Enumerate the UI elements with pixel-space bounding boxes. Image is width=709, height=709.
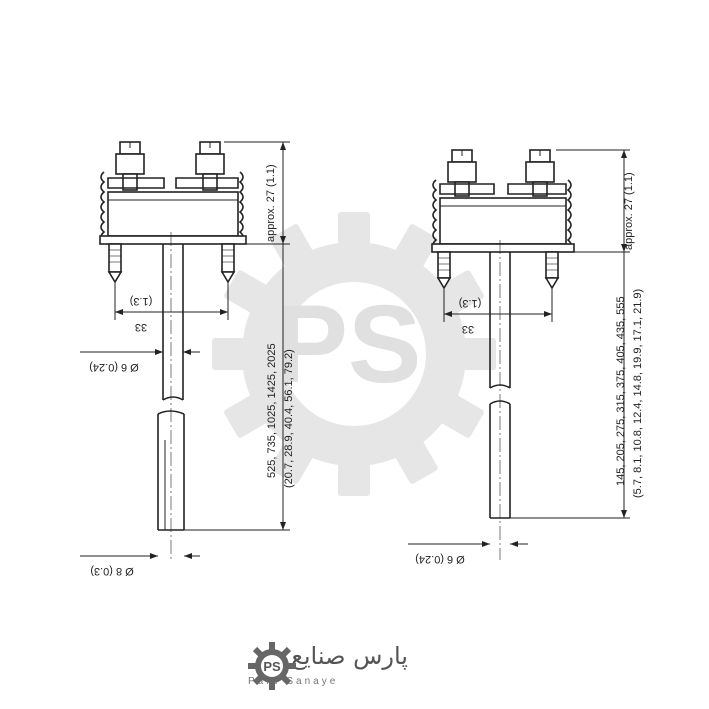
left-mounting-stud — [220, 243, 236, 284]
brand-footer: پارس صنایع Pars Sanaye PS — [246, 640, 468, 692]
right-terminal-screw — [447, 149, 477, 197]
brand-gear-logo-icon: PS — [248, 642, 296, 690]
left-coil-spring — [100, 171, 244, 243]
left-width-in-label: (1.3) — [130, 295, 153, 307]
left-terminal-screw — [115, 141, 145, 191]
right-coil-spring — [432, 179, 572, 251]
right-length-in-label: (5.7, 8.1, 10.8, 12.4, 14.8, 19.9, 17.1,… — [632, 289, 644, 498]
left-length-in-label: (20.7, 28.9, 40.4, 56.1, 79.2) — [283, 349, 295, 488]
left-rod-diameter-label: Ø 6 (0.24) — [89, 361, 139, 373]
left-width-mm-label: 33 — [135, 321, 147, 333]
left-length-mm-label: 525, 735, 1025, 1425, 2025 — [266, 343, 278, 478]
right-mounting-stud — [436, 251, 452, 290]
svg-text:PS: PS — [275, 283, 422, 406]
right-width-mm-label: 33 — [462, 323, 474, 335]
right-rod-diameter-label: Ø 6 (0.24) — [415, 553, 465, 565]
left-tube-diameter-label: Ø 8 (0.3) — [90, 565, 133, 577]
left-approx-height-label: approx. 27 (1.1) — [265, 164, 277, 242]
svg-text:PS: PS — [263, 659, 281, 674]
right-approx-height-label: approx. 27 (1.1) — [623, 172, 635, 250]
brand-name-fa: پارس صنایع — [291, 642, 408, 670]
right-length-mm-label: 145, 205, 275, 315, 375, 405, 435, 555 — [615, 296, 627, 486]
right-width-in-label: (1.3) — [459, 297, 482, 309]
right-sensor-drawing: approx. 27 (1.1) 145, 205, 275, 315, 375… — [408, 149, 644, 565]
right-terminal-screw — [525, 149, 555, 197]
watermark-gear-icon: PS — [212, 212, 496, 496]
right-mounting-stud — [544, 251, 560, 290]
left-mounting-stud — [107, 243, 123, 284]
left-terminal-screw — [195, 141, 225, 191]
left-sensor-drawing: approx. 27 (1.1) 525, 735, 1025, 1425, 2… — [80, 141, 295, 577]
brand-name-en: Pars Sanaye — [248, 676, 339, 687]
